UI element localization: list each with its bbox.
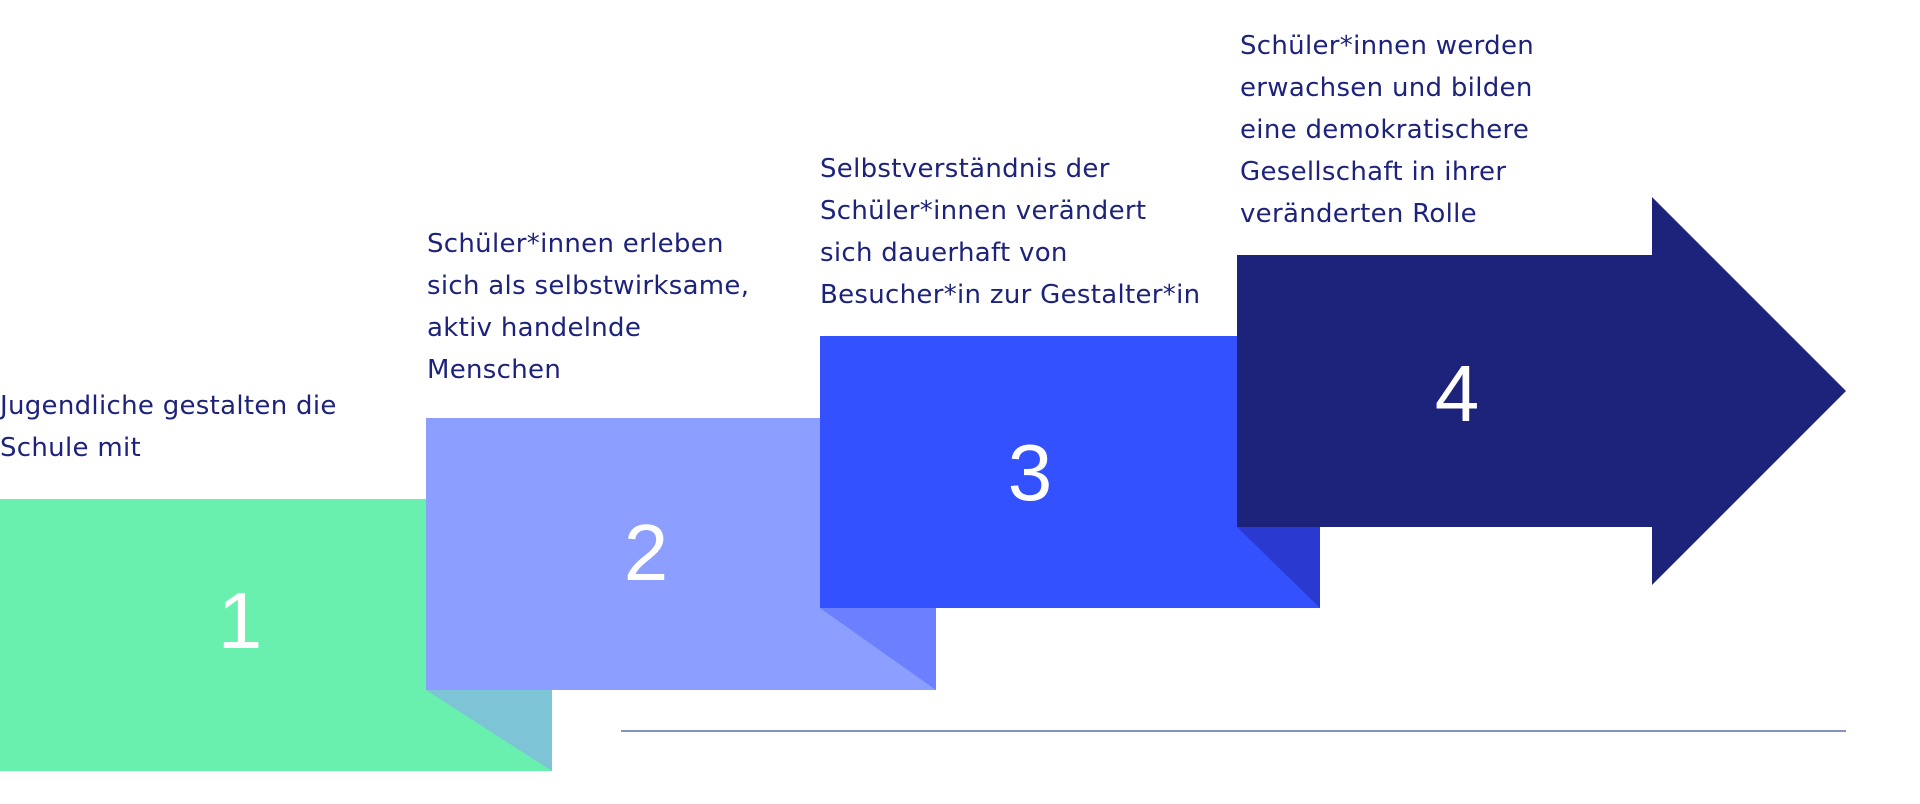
step-4-arrow (1237, 197, 1846, 585)
step-3-number: 3 (1008, 428, 1053, 517)
step-2-number: 2 (624, 508, 669, 597)
step-2-caption: Schüler*innen erleben sich als selbstwir… (427, 223, 749, 391)
step-4-caption-line: veränderten Rolle (1240, 199, 1477, 229)
step-2-caption-line: Menschen (427, 355, 562, 385)
step-2-caption-line: sich als selbstwirksame, (427, 271, 750, 301)
step-3-caption: Selbstverständnis der Schüler*innen verä… (820, 148, 1200, 316)
step-3-caption-line: Besucher*in zur Gestalter*in (820, 280, 1201, 310)
step-4-caption: Schüler*innen werden erwachsen und bilde… (1240, 25, 1534, 235)
step-3-caption-line: sich dauerhaft von (820, 238, 1068, 268)
step-3-fold (1237, 527, 1320, 608)
step-1-number: 1 (218, 576, 263, 665)
step-3-caption-line: Selbstverständnis der (820, 154, 1110, 184)
step-4-caption-line: erwachsen und bilden (1240, 73, 1533, 103)
step-1-caption-line: Jugendliche gestalten die (0, 391, 337, 421)
step-1-caption: Jugendliche gestalten die Schule mit (0, 385, 337, 469)
step-4-caption-line: Gesellschaft in ihrer (1240, 157, 1507, 187)
step-1-caption-line: Schule mit (0, 433, 141, 463)
step-3-caption-line: Schüler*innen verändert (820, 196, 1147, 226)
step-4-caption-line: eine demokratischere (1240, 115, 1530, 145)
step-2-caption-line: Schüler*innen erleben (427, 229, 724, 259)
step-2-caption-line: aktiv handelnde (427, 313, 642, 343)
step-2-fold (820, 608, 936, 690)
step-4-number: 4 (1435, 349, 1480, 438)
step-3-block (820, 336, 1320, 608)
step-4-caption-line: Schüler*innen werden (1240, 31, 1535, 61)
step-1-fold (426, 690, 552, 771)
